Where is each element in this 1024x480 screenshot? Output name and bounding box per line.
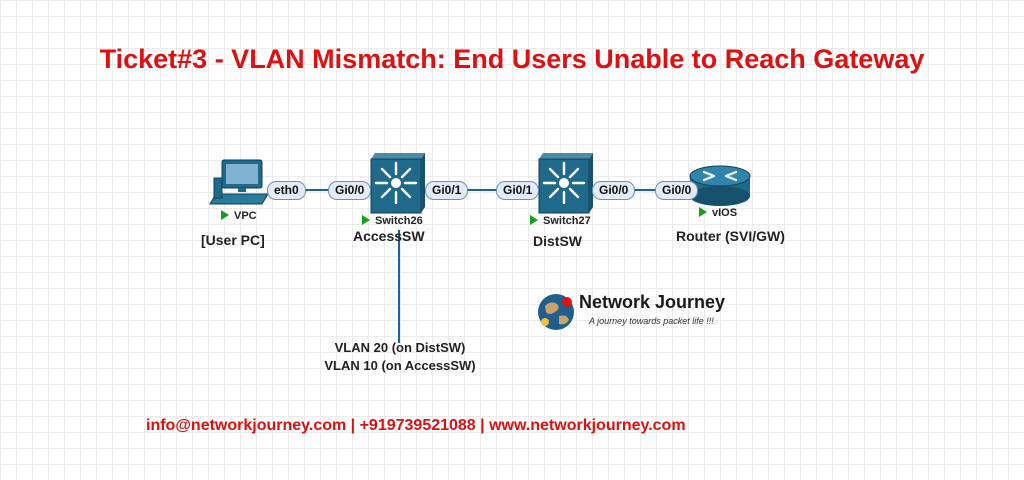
network-journey-logo-icon xyxy=(538,294,574,330)
node-name-text: Switch27 xyxy=(543,215,591,227)
node-name-text: VPC xyxy=(234,210,257,222)
running-status-icon xyxy=(530,215,538,225)
node-name-text: vIOS xyxy=(712,207,738,219)
vlan-annotation: VLAN 20 (on DistSW) VLAN 10 (on AccessSW… xyxy=(305,339,495,375)
running-status-icon xyxy=(699,207,707,217)
port-label-sw27-gi0-0: Gi0/0 xyxy=(592,181,636,200)
caption-router: Router (SVI/GW) xyxy=(676,228,785,244)
logo-name: Network Journey xyxy=(579,292,726,312)
port-label-vios-gi0-0: Gi0/0 xyxy=(655,181,699,200)
port-label-sw27-gi0-1: Gi0/1 xyxy=(496,181,540,200)
logo-tagline: A journey towards packet life !!! xyxy=(589,316,714,326)
vlan-annotation-line-1: VLAN 20 (on DistSW) xyxy=(334,340,466,355)
port-label-vpc-eth0: eth0 xyxy=(267,181,306,200)
caption-dist-switch: DistSW xyxy=(533,233,582,249)
vlan-annotation-line-2: VLAN 10 (on AccessSW) xyxy=(324,358,476,373)
node-name-vpc[interactable]: VPC xyxy=(221,210,257,222)
node-name-vios[interactable]: vIOS xyxy=(699,207,737,219)
port-label-sw26-gi0-1: Gi0/1 xyxy=(425,181,469,200)
node-name-text: Switch26 xyxy=(375,215,423,227)
multilayer-switch-icon-switch26 xyxy=(370,153,425,214)
multilayer-switch-icon-switch27 xyxy=(538,153,593,214)
caption-user-pc: [User PC] xyxy=(201,232,265,248)
running-status-icon xyxy=(362,215,370,225)
node-name-switch27[interactable]: Switch27 xyxy=(530,215,591,227)
node-name-switch26[interactable]: Switch26 xyxy=(362,215,423,227)
running-status-icon xyxy=(221,210,229,220)
port-label-sw26-gi0-0: Gi0/0 xyxy=(328,181,372,200)
router-icon xyxy=(689,165,751,206)
pc-icon xyxy=(209,159,269,205)
diagram-title: Ticket#3 - VLAN Mismatch: End Users Unab… xyxy=(99,44,925,74)
caption-access-switch: AccessSW xyxy=(353,228,425,244)
contact-info: info@networkjourney.com | +919739521088 … xyxy=(146,417,686,434)
